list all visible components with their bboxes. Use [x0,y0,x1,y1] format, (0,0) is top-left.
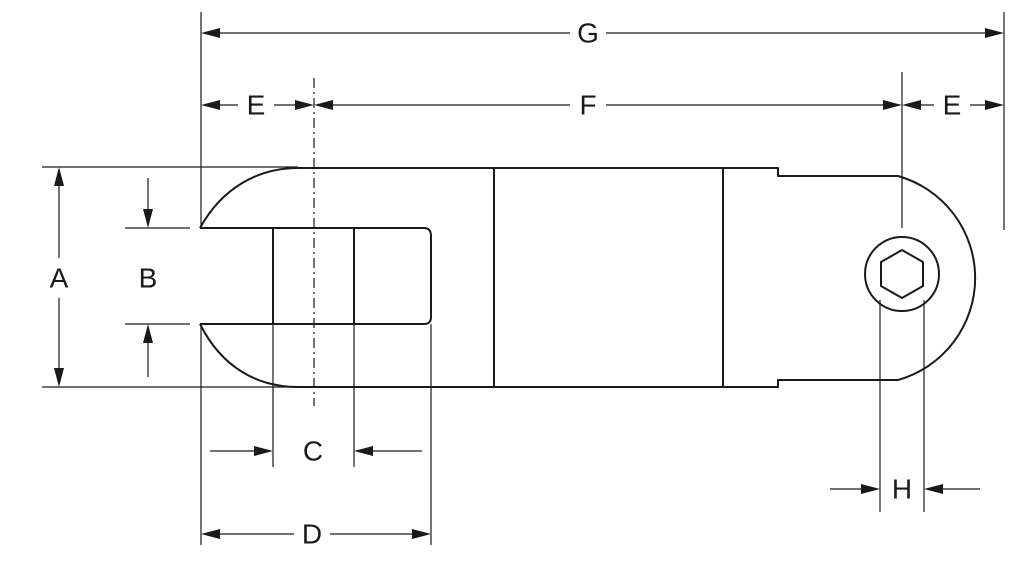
label-d: D [302,519,322,550]
extension-lines [42,12,1005,545]
dimension-e-right: E [902,90,1004,121]
jaw-slot [200,227,432,325]
dimension-h: H [830,474,980,505]
dimension-f: F [314,90,902,121]
dimension-b: B [139,178,158,377]
part-body [199,167,977,388]
label-b: B [139,263,158,294]
bolt-head [864,236,940,312]
dimension-c: C [210,436,422,467]
dimension-a: A [50,167,69,387]
label-h: H [892,474,912,505]
body-outline [199,167,977,388]
dimension-g: G [201,18,1004,49]
label-e-right: E [943,90,962,121]
label-c: C [303,436,323,467]
dimension-d: D [201,519,431,550]
label-f: F [579,90,596,121]
label-e-left: E [247,90,266,121]
label-g: G [577,18,599,49]
label-a: A [50,263,69,294]
dimension-e-left: E [201,90,314,121]
hex-socket-icon [880,249,924,299]
